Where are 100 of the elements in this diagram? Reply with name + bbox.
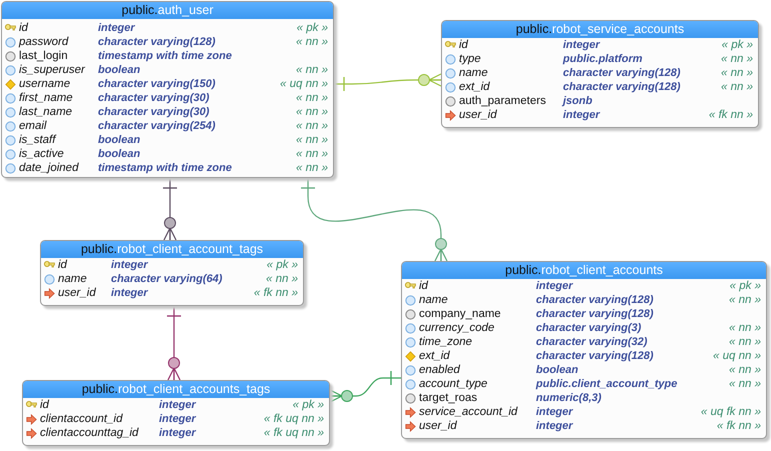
data-type: character varying(128)	[563, 66, 680, 80]
schema-name: public.	[82, 381, 118, 398]
constraint-tag: « nn »	[729, 377, 761, 391]
column-name: name	[459, 66, 488, 80]
data-type: jsonb	[563, 94, 592, 108]
constraint-tag: « nn »	[721, 80, 753, 94]
data-type: character varying(128)	[98, 35, 216, 49]
column-name: last_login	[19, 49, 68, 63]
constraint-tag: « uq fk nn »	[700, 405, 761, 419]
column-name: type	[459, 52, 481, 66]
constraint-tag: « pk »	[292, 398, 324, 412]
table-name: robot_client_accounts	[541, 262, 663, 279]
column-name: last_name	[19, 105, 72, 119]
column-name: name	[419, 293, 448, 307]
column-name: enabled	[419, 363, 460, 377]
table-card	[1, 1, 334, 178]
data-type: public.client_account_type	[536, 377, 678, 391]
column-name: first_name	[19, 91, 73, 105]
data-type: character varying(254)	[98, 119, 216, 133]
relationship-line	[329, 370, 401, 403]
column-name: ext_id	[459, 80, 490, 94]
column-name: date_joined	[19, 161, 78, 175]
constraint-tag: « nn »	[296, 161, 328, 175]
column-name: id	[40, 398, 49, 412]
column-name: is_superuser	[19, 63, 85, 77]
column-name: user_id	[419, 419, 457, 433]
column-name: name	[58, 272, 87, 286]
data-type: integer	[111, 258, 148, 272]
column-name: service_account_id	[419, 405, 518, 419]
data-type: character varying(150)	[98, 77, 216, 91]
constraint-tag: « pk »	[722, 38, 753, 52]
table-name: robot_service_accounts	[552, 21, 684, 38]
constraint-tag: « nn »	[729, 293, 761, 307]
constraint-tag: « uq nn »	[280, 77, 328, 91]
data-type: integer	[159, 412, 196, 426]
constraint-tag: « nn »	[721, 66, 753, 80]
constraint-tag: « nn »	[729, 321, 761, 335]
schema-name: public.	[505, 262, 542, 279]
constraint-tag: « pk »	[730, 279, 761, 293]
table-card	[22, 380, 330, 446]
data-type: integer	[563, 108, 600, 122]
column-name: email	[19, 119, 46, 133]
data-type: integer	[536, 405, 573, 419]
data-type: integer	[536, 279, 573, 293]
column-name: clientaccount_id	[40, 412, 122, 426]
constraint-tag: « fk uq nn »	[264, 426, 324, 440]
constraint-tag: « nn »	[729, 363, 761, 377]
column-name: company_name	[419, 307, 501, 321]
data-type: character varying(128)	[563, 80, 680, 94]
column-name: user_id	[58, 286, 96, 300]
column-name: password	[19, 35, 68, 49]
constraint-tag: « fk uq nn »	[264, 412, 324, 426]
column-name: id	[419, 279, 428, 293]
data-type: numeric(8,3)	[536, 391, 602, 405]
data-type: timestamp with time zone	[98, 161, 232, 175]
column-name: ext_id	[419, 349, 450, 363]
column-name: is_staff	[19, 133, 56, 147]
column-name: id	[459, 38, 468, 52]
column-name: user_id	[459, 108, 497, 122]
table-name: auth_user	[158, 2, 214, 19]
data-type: boolean	[98, 63, 140, 77]
relationship-line	[162, 178, 178, 241]
data-type: boolean	[98, 133, 140, 147]
column-name: id	[58, 258, 67, 272]
data-type: integer	[159, 398, 196, 412]
data-type: character varying(32)	[536, 335, 648, 349]
constraint-tag: « fk nn »	[254, 286, 298, 300]
data-type: character varying(30)	[98, 105, 210, 119]
data-type: character varying(3)	[536, 321, 642, 335]
schema-name: public.	[122, 2, 158, 19]
constraint-tag: « nn »	[296, 119, 328, 133]
data-type: timestamp with time zone	[98, 49, 232, 63]
column-name: id	[19, 21, 28, 35]
table-name: robot_client_accounts_tags	[118, 381, 270, 398]
data-type: character varying(128)	[536, 293, 654, 307]
relationship-line	[166, 306, 182, 381]
data-type: character varying(30)	[98, 91, 210, 105]
table-card	[441, 20, 759, 128]
table-card	[401, 261, 767, 439]
column-name: is_active	[19, 147, 64, 161]
data-type: character varying(128)	[536, 307, 654, 321]
data-type: integer	[536, 419, 573, 433]
data-type: character varying(64)	[111, 272, 222, 286]
constraint-tag: « pk »	[266, 258, 298, 272]
constraint-tag: « pk »	[296, 21, 328, 35]
schema-name: public.	[80, 241, 118, 258]
relationship-line	[334, 73, 442, 92]
table-card	[40, 240, 304, 306]
data-type: boolean	[536, 363, 578, 377]
constraint-tag: « nn »	[296, 35, 328, 49]
constraint-tag: « nn »	[296, 147, 328, 161]
constraint-tag: « fk nn »	[708, 108, 753, 122]
column-name: currency_code	[419, 321, 494, 335]
constraint-tag: « uq nn »	[713, 349, 761, 363]
column-name: username	[19, 77, 70, 91]
data-type: character varying(128)	[536, 349, 654, 363]
column-name: clientaccounttag_id	[40, 426, 138, 440]
constraint-tag: « nn »	[729, 335, 761, 349]
constraint-tag: « nn »	[266, 272, 298, 286]
data-type: integer	[111, 286, 148, 300]
